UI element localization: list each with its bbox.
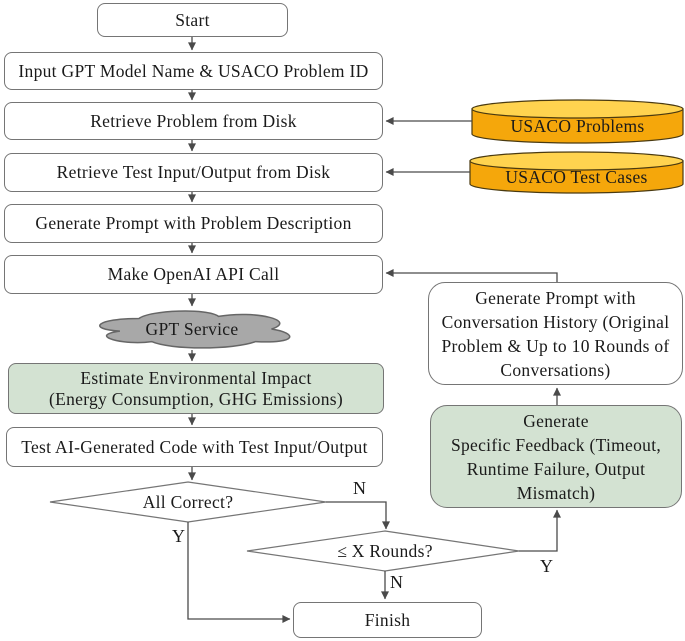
branch-label-rounds-no: N bbox=[390, 572, 404, 592]
cylinder-top bbox=[471, 99, 684, 119]
cylinder-top bbox=[469, 151, 684, 171]
node-estimate-impact: Estimate Environmental Impact (Energy Co… bbox=[8, 363, 384, 414]
cylinder-body bbox=[471, 108, 684, 144]
node-label-line: Conversations) bbox=[500, 359, 611, 380]
node-label: Retrieve Problem from Disk bbox=[90, 110, 297, 131]
arrow-rounds-yes-to-feedback bbox=[519, 509, 561, 552]
node-retrieve-test: Retrieve Test Input/Output from Disk bbox=[4, 153, 383, 192]
database-problems-label: USACO Problems bbox=[472, 114, 683, 138]
node-label: All Correct? bbox=[142, 491, 234, 512]
node-label-line: Mismatch) bbox=[516, 482, 596, 503]
node-label-line: Estimate Environmental Impact bbox=[80, 367, 312, 388]
branch-label-all-correct-yes: Y bbox=[172, 526, 186, 546]
database-cylinder-test-cases bbox=[469, 151, 684, 194]
node-test-code: Test AI-Generated Code with Test Input/O… bbox=[6, 427, 383, 467]
node-finish: Finish bbox=[293, 602, 482, 638]
node-label: Generate Prompt with Problem Description bbox=[35, 213, 352, 233]
arrow-all-correct-no-to-rounds bbox=[326, 501, 390, 530]
node-label: Finish bbox=[364, 609, 411, 630]
node-label: ≤ X Rounds? bbox=[337, 540, 433, 561]
node-label-line: Runtime Failure, Output bbox=[466, 458, 646, 479]
decision-rounds-label: ≤ X Rounds? bbox=[287, 540, 483, 562]
arrow-conversation-prompt-to-api-call bbox=[385, 269, 558, 282]
node-label: USACO Test Cases bbox=[505, 166, 648, 187]
node-label: USACO Problems bbox=[510, 115, 645, 136]
node-start: Start bbox=[97, 3, 288, 37]
node-label: Generate Prompt with Conversation Histor… bbox=[441, 286, 669, 382]
node-label-line: Generate bbox=[523, 410, 589, 431]
node-retrieve-problem: Retrieve Problem from Disk bbox=[4, 102, 383, 140]
node-label-line: Specific Feedback (Timeout, bbox=[450, 434, 662, 455]
node-generate-prompt: Generate Prompt with Problem Description bbox=[4, 204, 383, 243]
node-label-line: Generate Prompt with bbox=[475, 287, 636, 308]
node-input-model: Input GPT Model Name & USACO Problem ID bbox=[4, 52, 383, 90]
node-label: Estimate Environmental Impact (Energy Co… bbox=[49, 368, 343, 410]
arrow-all-correct-yes-to-finish bbox=[187, 522, 291, 623]
node-label-line: Conversation History (Original bbox=[441, 311, 670, 332]
node-specific-feedback: Generate Specific Feedback (Timeout, Run… bbox=[430, 405, 682, 508]
decision-all-correct-label: All Correct? bbox=[88, 491, 288, 513]
branch-label-rounds-yes: Y bbox=[540, 556, 554, 576]
branch-label-all-correct-no: N bbox=[353, 478, 367, 498]
node-label-line: Problem & Up to 10 Rounds of bbox=[441, 335, 670, 356]
database-cylinder-problems bbox=[471, 99, 684, 144]
node-label: Generate Specific Feedback (Timeout, Run… bbox=[451, 409, 661, 505]
node-conversation-prompt: Generate Prompt with Conversation Histor… bbox=[428, 282, 683, 385]
database-test-cases-label: USACO Test Cases bbox=[470, 165, 683, 189]
node-label-line: (Energy Consumption, GHG Emissions) bbox=[48, 388, 344, 409]
cloud-shape bbox=[99, 310, 291, 349]
node-label: GPT Service bbox=[145, 318, 239, 339]
node-label: Input GPT Model Name & USACO Problem ID bbox=[18, 60, 369, 81]
node-label: Retrieve Test Input/Output from Disk bbox=[56, 162, 331, 182]
cloud-label-gpt-service: GPT Service bbox=[107, 318, 277, 340]
node-label: Make OpenAI API Call bbox=[107, 264, 280, 284]
node-label: Start bbox=[175, 9, 210, 30]
node-api-call: Make OpenAI API Call bbox=[4, 255, 383, 294]
node-label: Test AI-Generated Code with Test Input/O… bbox=[21, 436, 368, 457]
